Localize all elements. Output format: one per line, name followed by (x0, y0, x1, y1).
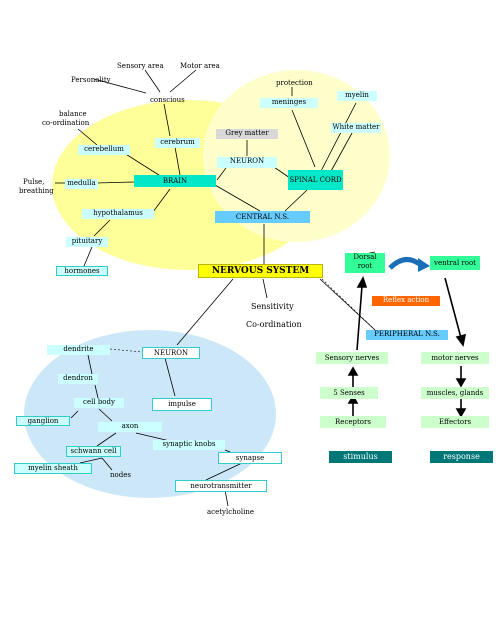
node-hormones: hormones (56, 266, 108, 276)
node-pituitary: pituitary (66, 237, 108, 247)
node-neurotransmitter: neurotransmitter (175, 480, 267, 492)
label-pulse: Pulse, (23, 178, 45, 186)
node-synaptic-knobs: synaptic knobs (153, 440, 225, 450)
node-cerebrum: cerebrum (155, 138, 200, 148)
node-central-ns: CENTRAL N.S. (215, 211, 310, 223)
node-motor-nerves: motor nerves (421, 352, 489, 364)
label-dorsal: Dorsal (353, 253, 377, 261)
node-response: response (430, 451, 493, 463)
label-nodes: nodes (110, 471, 131, 479)
node-dendron: dendron (58, 374, 98, 384)
node-myelin: myelin (337, 91, 377, 101)
node-hypothalamus: hypothalamus (82, 209, 154, 219)
label-co-ordination: co-ordination (42, 119, 90, 127)
node-synapse: synapse (218, 452, 282, 464)
node-reflex-action: Reflex action (372, 296, 440, 306)
node-spinal-cord: SPINAL CORD (288, 170, 343, 190)
node-receptors: Receptors (320, 416, 386, 428)
label-protection: protection (276, 79, 313, 87)
node-sensory-nerves: Sensory nerves (316, 352, 388, 364)
label-motor-area: Motor area (180, 62, 220, 70)
node-white-matter: White matter (331, 123, 381, 133)
node-effectors: Effectors (421, 416, 489, 428)
node-neuron-top: NEURON (217, 157, 277, 168)
node-myelin-sheath: myelin sheath (14, 463, 92, 474)
label-acetylcholine: acetylcholine (207, 508, 255, 516)
label-breathing: breathing (19, 187, 54, 195)
node-ganglion: ganglion (16, 416, 70, 426)
node-muscles-glands: muscles, glands (421, 387, 489, 399)
label-balance: balance (59, 110, 87, 118)
node-nervous-system: NERVOUS SYSTEM (198, 264, 323, 278)
label-personality: Personality (71, 76, 111, 84)
label-conscious: conscious (150, 96, 185, 104)
node-dorsal-root: Dorsal root (345, 253, 385, 273)
node-ventral-root: ventral root (430, 256, 480, 270)
node-brain: BRAIN (134, 175, 216, 187)
label-coordination: Co-ordination (246, 320, 302, 329)
node-cell-body: cell body (74, 398, 124, 408)
node-five-senses: 5 Senses (320, 387, 378, 399)
reflex-arc-arrow (388, 257, 424, 270)
node-cerebellum: cerebellum (78, 145, 130, 155)
node-dendrite: dendrite (47, 345, 110, 355)
node-meninges: meninges (260, 98, 318, 108)
node-grey-matter: Grey matter (216, 129, 278, 139)
node-impulse: impulse (152, 398, 212, 411)
node-neuron-bottom: NEURON (142, 347, 200, 359)
label-sensitivity: Sensitivity (251, 302, 294, 311)
node-schwann-cell: schwann cell (66, 446, 121, 457)
label-root: root (357, 262, 373, 270)
label-sensory-area: Sensory area (117, 62, 164, 70)
node-medulla: medulla (65, 179, 98, 189)
node-peripheral-ns: PERIPHERAL N.S. (366, 330, 448, 340)
node-stimulus: stimulus (329, 451, 392, 463)
node-axon: axon (98, 422, 162, 432)
